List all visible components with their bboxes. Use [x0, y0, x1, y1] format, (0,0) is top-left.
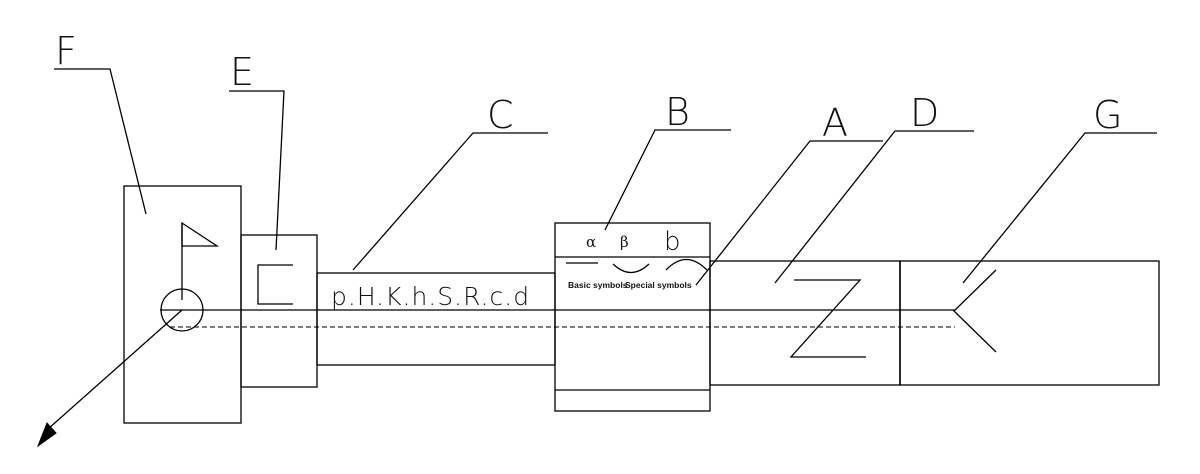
label-d: D: [910, 91, 939, 135]
leader-b: [604, 129, 731, 231]
label-g: G: [1093, 93, 1122, 137]
fork-tail-icon: [953, 269, 997, 353]
concave-arc-icon: [612, 263, 650, 274]
arrowhead-icon: [36, 422, 57, 448]
b-label: b: [664, 227, 681, 257]
alpha-label: α: [586, 233, 596, 251]
leader-g: [962, 132, 1157, 284]
arrow-line: [47, 309, 183, 430]
leader-a: [695, 140, 883, 286]
label-b: B: [665, 90, 690, 134]
field-weld-flag-icon: [181, 221, 220, 247]
box-e: [240, 234, 318, 388]
beta-label: β: [620, 233, 629, 251]
label-e: E: [230, 50, 254, 94]
box-f: [123, 185, 242, 424]
leader-c: [352, 132, 548, 271]
z-symbol-icon: [789, 279, 866, 358]
leader-d: [774, 130, 974, 284]
leader-e: [229, 90, 285, 251]
convex-arc-icon: [665, 258, 708, 271]
label-c: C: [487, 93, 514, 137]
basic-symbols-label: Basic symbols: [568, 280, 628, 290]
label-f: F: [55, 29, 77, 73]
box-b: [554, 222, 711, 412]
parameters-text: p.H.K.h.S.R.c.d: [331, 282, 530, 311]
bracket-symbol-icon: [257, 264, 293, 305]
box-g: [899, 260, 1160, 386]
label-a: A: [822, 101, 848, 145]
special-symbols-label: Special symbols: [625, 280, 692, 290]
leader-f: [54, 68, 147, 215]
